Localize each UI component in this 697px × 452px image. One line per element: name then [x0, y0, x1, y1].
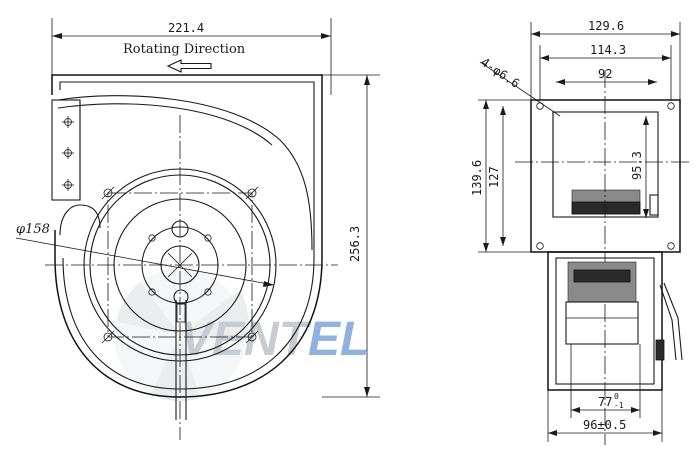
volute-scroll-line-inner	[57, 103, 273, 146]
side-view: 129.6 114.3 92 4-φ6.6 139.6 127 95.3	[470, 19, 690, 445]
dimension-96-label: 96±0.5	[583, 418, 626, 432]
arrowhead-icon	[364, 75, 370, 85]
lower-housing	[547, 251, 663, 391]
watermark-text-main: VENT	[180, 313, 312, 366]
arrowhead-icon	[321, 33, 331, 39]
watermark-text-accent: EL	[308, 313, 369, 366]
flange-screw-icon	[62, 116, 74, 191]
terminal-clip	[649, 194, 659, 216]
arrowhead-icon	[52, 33, 62, 39]
housing-inner-outline	[59, 81, 315, 390]
watermark: VENTEL	[114, 269, 369, 402]
motor-winding	[573, 269, 631, 283]
diameter-leader-line	[15, 237, 275, 286]
rotation-arrow-icon	[166, 59, 212, 73]
lower-housing-inner	[555, 257, 655, 385]
capacitor-base	[571, 201, 641, 215]
dimension-139-label: 139.6	[470, 160, 484, 196]
dimension-114-label: 114.3	[590, 43, 626, 57]
cable-clamp	[655, 339, 665, 361]
dimension-77-label: 77	[598, 395, 612, 409]
side-mounting-hole-icon	[536, 102, 675, 250]
hole-leader-line	[479, 61, 561, 117]
dimension-95-label: 95.3	[630, 151, 644, 180]
wire-sleeve	[176, 303, 186, 323]
outlet-tongue	[59, 204, 81, 236]
hub-bolt-icon	[148, 234, 212, 296]
motor-housing	[565, 301, 639, 345]
dimension-77-tolerance-upper: 0	[614, 392, 619, 401]
watermark-text: VENTEL	[180, 313, 369, 366]
hole-dimension-label: 4-φ6.6	[478, 55, 522, 91]
rotating-direction-label: Rotating Direction	[123, 42, 246, 57]
volute-scroll-line	[57, 95, 313, 251]
mounting-hole-icon	[101, 186, 259, 344]
dimension-127-label: 127	[487, 166, 501, 188]
side-lead-wire	[659, 284, 677, 361]
dimension-77-tolerance-lower: -1	[614, 401, 624, 410]
dimension-256-label: 256.3	[348, 226, 362, 262]
dimension-221-label: 221.4	[168, 21, 204, 35]
arrowhead-icon	[364, 387, 370, 397]
arrowhead-icon	[263, 281, 274, 287]
front-view: 221.4 Rotating Direction 256.3	[15, 18, 380, 440]
side-lead-wire	[663, 282, 683, 361]
diameter-158-label: φ158	[16, 222, 50, 237]
dimension-129-label: 129.6	[588, 19, 624, 33]
